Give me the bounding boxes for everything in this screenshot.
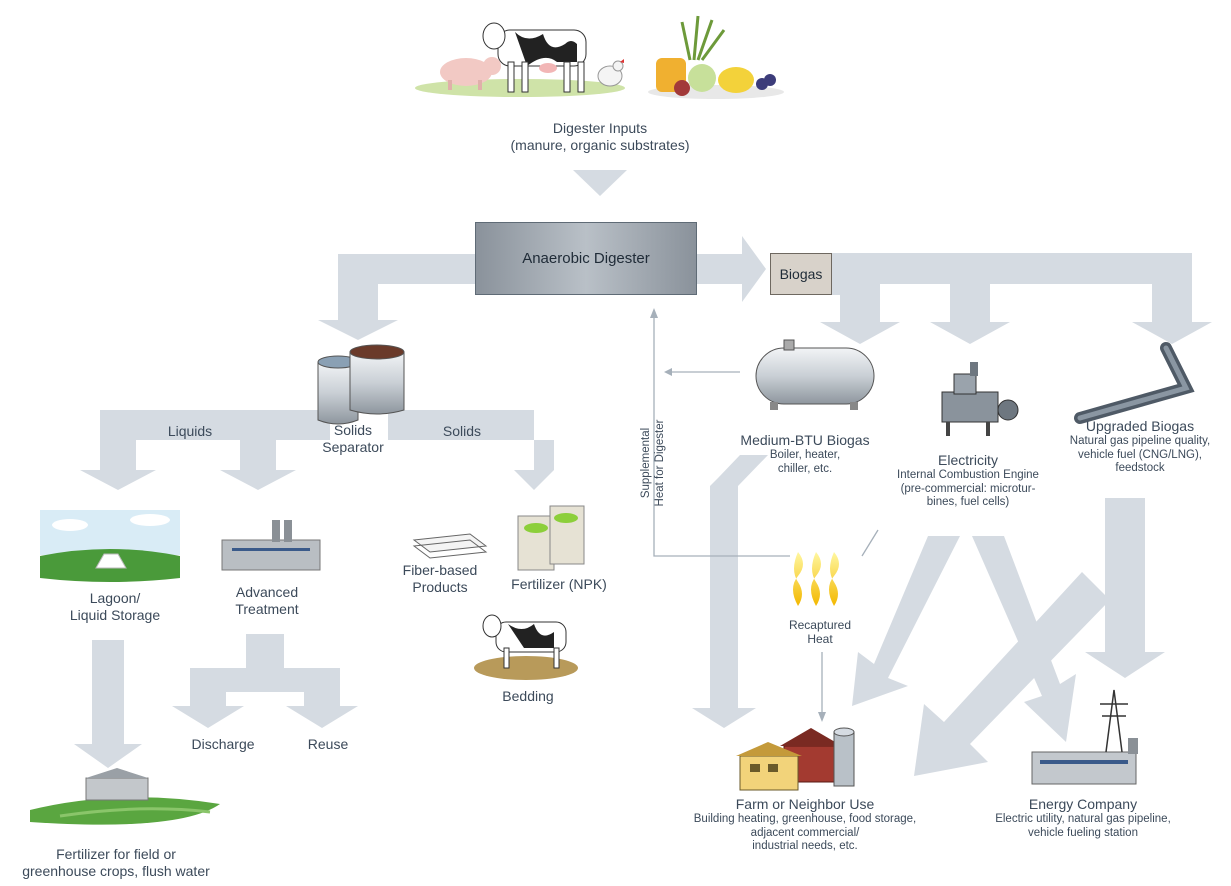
reuse-label: Reuse	[307, 736, 349, 752]
fertilizer-field-label: Fertilizer for field or greenhouse crops…	[0, 846, 232, 880]
heat-icon	[793, 552, 839, 606]
inputs-subtitle: (manure, organic substrates)	[510, 136, 690, 153]
field-icon	[30, 768, 220, 825]
advanced-line2: Treatment	[235, 600, 299, 617]
flow-arrows	[74, 170, 1212, 776]
upgraded-line2: vehicle fuel (CNG/LNG),	[1078, 448, 1202, 461]
electricity-title: Electricity	[938, 452, 998, 468]
energy-company-icon	[1031, 689, 1138, 785]
electricity-line2: (pre-commercial: microtur-	[900, 482, 1036, 495]
separator-line1: Solids	[333, 422, 373, 438]
supplemental-arrowheads	[650, 308, 826, 722]
arrow-liquids-band	[80, 410, 330, 490]
lagoon-icon	[40, 510, 180, 582]
arrow-upgraded-down	[1085, 498, 1165, 678]
recaptured-label: Recaptured Heat	[770, 618, 870, 647]
medium-btu-label: Medium-BTU Biogas Boiler, heater, chille…	[730, 432, 880, 476]
lagoon-line2: Liquid Storage	[69, 606, 161, 623]
digester-label: Anaerobic Digester	[522, 250, 650, 267]
bedding-label: Bedding	[502, 688, 554, 704]
inputs-title: Digester Inputs	[552, 120, 648, 136]
chicken-icon	[597, 59, 624, 87]
liquids-label: Liquids	[167, 423, 213, 439]
cow-icon	[482, 22, 587, 93]
energy-line1: Electric utility, natural gas pipeline,	[995, 812, 1171, 825]
bedding-cow-icon	[474, 614, 578, 680]
farm-title: Farm or Neighbor Use	[735, 796, 875, 812]
fiber-products-icon	[412, 533, 488, 559]
inputs-label: Digester Inputs (manure, organic substra…	[470, 120, 730, 154]
upgraded-line1: Natural gas pipeline quality,	[1069, 434, 1211, 447]
pig-icon	[440, 57, 501, 90]
supplemental-heat-label: Supplemental Heat for Digester	[640, 398, 670, 528]
energy-title: Energy Company	[1028, 796, 1138, 812]
upgraded-line3: feedstock	[1115, 462, 1165, 475]
electricity-line1: Internal Combustion Engine	[897, 468, 1039, 481]
engine-icon	[941, 362, 1019, 436]
farm-line3: industrial needs, etc.	[752, 840, 858, 853]
lagoon-line1: Lagoon/	[89, 590, 141, 606]
upgraded-title: Upgraded Biogas	[1085, 418, 1195, 434]
advanced-label: Advanced Treatment	[210, 584, 324, 618]
fertilizer-field-line1: Fertilizer for field or	[56, 846, 176, 862]
livestock-illustration	[415, 22, 625, 97]
anaerobic-digester-box: Anaerobic Digester	[475, 222, 697, 295]
biogas-label: Biogas	[779, 266, 823, 282]
lagoon-label: Lagoon/ Liquid Storage	[40, 590, 190, 624]
energy-line2: vehicle fueling station	[1028, 826, 1138, 839]
electricity-label: Electricity Internal Combustion Engine (…	[878, 452, 1058, 510]
arrow-medium-down	[692, 455, 768, 728]
advanced-line1: Advanced	[235, 584, 299, 600]
fiber-line1: Fiber-based	[402, 562, 478, 578]
organic-substrates-illustration	[648, 15, 784, 99]
arrow-biogas-band	[820, 253, 1212, 344]
arrow-electricity-farm	[852, 536, 960, 706]
fiber-line2: Products	[412, 578, 468, 595]
energy-label: Energy Company Electric utility, natural…	[968, 796, 1198, 840]
farm-icon	[736, 727, 855, 791]
farm-line1: Building heating, greenhouse, food stora…	[693, 812, 917, 825]
separator-label: Solids Separator	[300, 422, 406, 456]
medium-btu-title: Medium-BTU Biogas	[740, 432, 870, 448]
arrow-upgraded-farm	[914, 572, 1110, 776]
fertilizer-field-line2: greenhouse crops, flush water	[22, 862, 210, 879]
supplemental-lines	[653, 318, 879, 712]
pipe-icon	[1074, 342, 1195, 424]
farm-line2: adjacent commercial/	[750, 826, 860, 839]
arrow-digester-to-separator	[318, 254, 475, 340]
electricity-line3: bines, fuel cells)	[926, 496, 1010, 509]
supplemental-line2: Heat for Digester	[653, 419, 666, 507]
supplemental-line1: Supplemental	[640, 427, 652, 499]
medium-btu-line1: Boiler, heater,	[769, 448, 841, 461]
advanced-treatment-icon	[221, 520, 321, 571]
fertilizer-bags-icon	[517, 505, 585, 571]
arrow-to-biogas	[697, 236, 766, 302]
arrow-inputs-down	[573, 170, 627, 196]
discharge-label: Discharge	[191, 736, 255, 752]
fertilizer-npk-label: Fertilizer (NPK)	[511, 576, 607, 592]
farm-label: Farm or Neighbor Use Building heating, g…	[660, 796, 950, 854]
arrow-lagoon-down	[74, 640, 142, 768]
recaptured-line1: Recaptured	[788, 618, 852, 632]
medium-btu-line2: chiller, etc.	[777, 462, 833, 475]
biogas-box: Biogas	[770, 253, 832, 295]
arrow-solids-band	[388, 410, 554, 490]
arrow-advanced-split	[172, 634, 358, 728]
solids-label: Solids	[442, 423, 482, 439]
solids-separator-icon	[317, 344, 405, 425]
upgraded-label: Upgraded Biogas Natural gas pipeline qua…	[1052, 418, 1228, 476]
gas-tank-icon	[755, 339, 875, 410]
separator-line2: Separator	[322, 438, 384, 455]
recaptured-line2: Heat	[807, 632, 833, 647]
fiber-label: Fiber-based Products	[384, 562, 496, 596]
